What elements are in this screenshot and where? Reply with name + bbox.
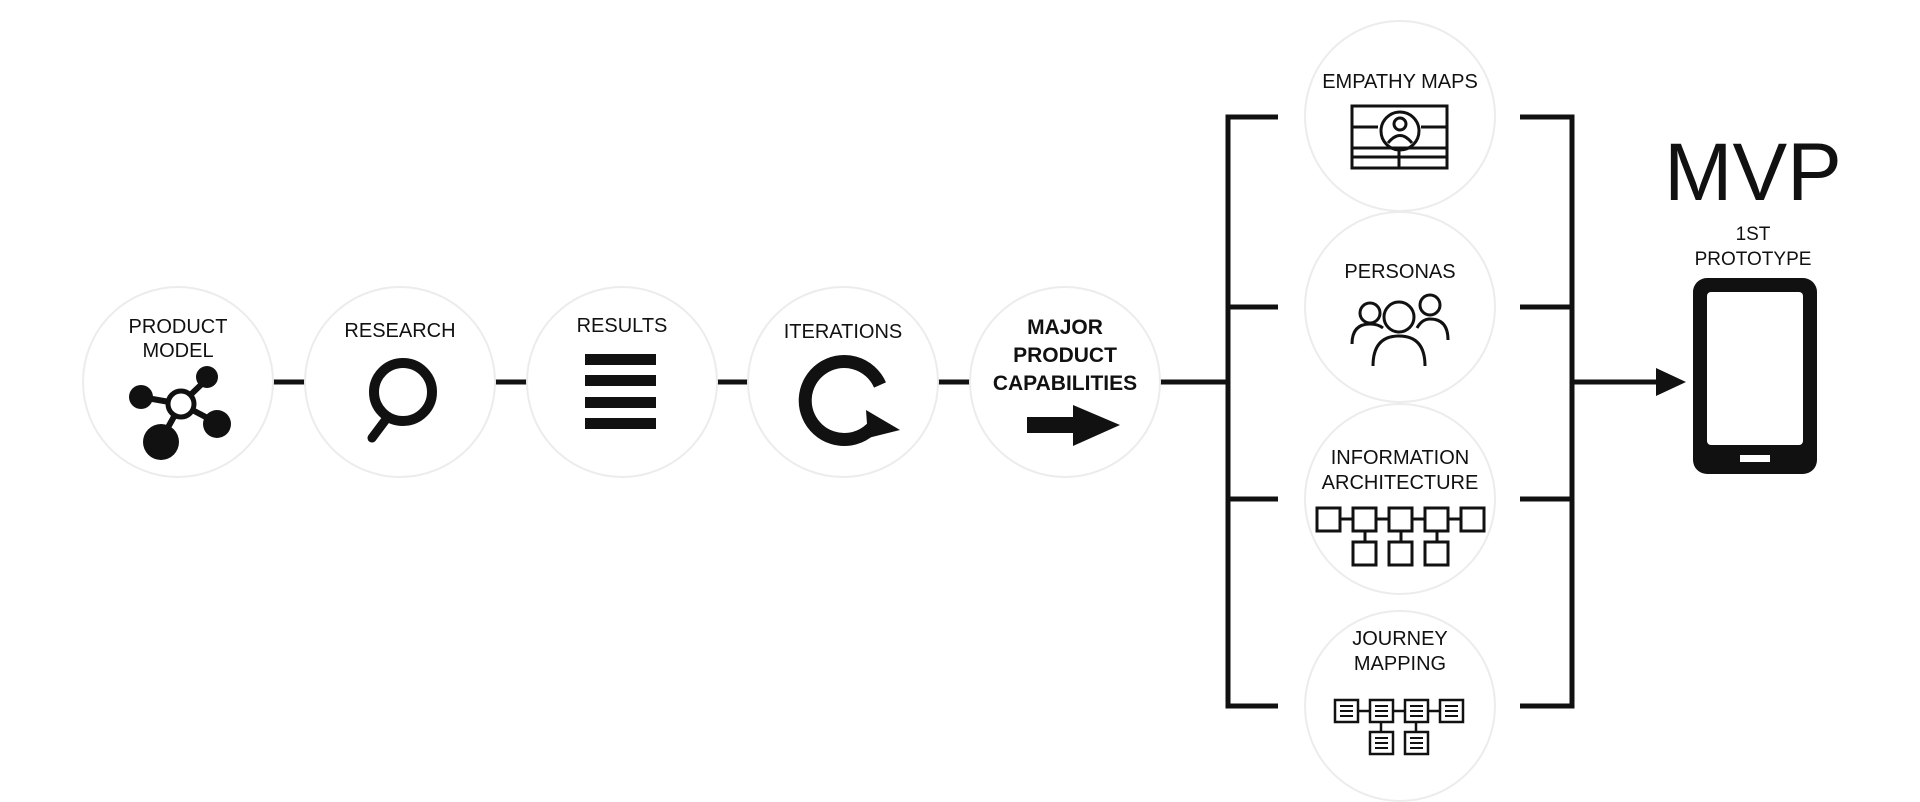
step-circle bbox=[969, 286, 1161, 478]
step-label-line: PRODUCT bbox=[129, 316, 228, 338]
mvp-subtitle-line: PROTOTYPE bbox=[1695, 249, 1812, 270]
step-label-line: MODEL bbox=[142, 340, 213, 362]
people-icon bbox=[1350, 293, 1450, 367]
empathy-map-icon bbox=[1350, 104, 1449, 170]
left-bracket bbox=[1225, 114, 1278, 709]
magnifier-icon bbox=[367, 358, 437, 443]
capability-label-line: INFORMATION bbox=[1331, 447, 1470, 469]
network-icon bbox=[129, 366, 231, 460]
capability-label-line: JOURNEY bbox=[1352, 628, 1448, 650]
step-label-line: CAPABILITIES bbox=[993, 372, 1137, 395]
tablet-icon bbox=[1693, 278, 1817, 474]
mvp-subtitle-line: 1ST bbox=[1736, 224, 1771, 245]
right-bracket bbox=[1520, 114, 1575, 709]
step-label-line: PRODUCT bbox=[1013, 344, 1117, 367]
step-label-line: ITERATIONS bbox=[784, 321, 903, 343]
capability-circle bbox=[1304, 211, 1496, 403]
capability-empathy-maps: EMPATHY MAPS bbox=[1304, 20, 1496, 212]
step-label-line: RESEARCH bbox=[344, 320, 455, 342]
capability-circle bbox=[1304, 610, 1496, 802]
process-step-1: PRODUCT MODEL bbox=[82, 286, 274, 478]
capability-personas: PERSONAS bbox=[1304, 211, 1496, 403]
step-circle bbox=[747, 286, 939, 478]
process-step-5: MAJOR PRODUCT CAPABILITIES bbox=[969, 286, 1161, 478]
arrow-right-icon bbox=[1027, 405, 1120, 446]
connector-to-mvp bbox=[1572, 368, 1686, 396]
capability-label-line: MAPPING bbox=[1354, 653, 1446, 675]
capability-information-architecture: INFORMATION ARCHITECTURE bbox=[1304, 403, 1496, 595]
list-icon bbox=[585, 354, 656, 429]
capability-label-line: PERSONAS bbox=[1344, 261, 1455, 283]
process-step-4: ITERATIONS bbox=[747, 286, 939, 478]
step-label-line: MAJOR bbox=[1027, 316, 1103, 339]
capability-journey-mapping: JOURNEY MAPPING bbox=[1304, 610, 1496, 802]
mvp-outcome: MVP 1ST PROTOTYPE bbox=[1664, 127, 1842, 474]
step-label-line: RESULTS bbox=[577, 315, 668, 337]
process-step-2: RESEARCH bbox=[304, 286, 496, 478]
journey-map-icon bbox=[1333, 698, 1465, 756]
sitemap-icon bbox=[1315, 506, 1486, 567]
step-circle bbox=[304, 286, 496, 478]
process-step-3: RESULTS bbox=[526, 286, 718, 478]
capability-label-line: EMPATHY MAPS bbox=[1322, 71, 1478, 93]
mvp-title: MVP bbox=[1664, 127, 1842, 218]
capability-label-line: ARCHITECTURE bbox=[1322, 472, 1479, 494]
capability-circle bbox=[1304, 20, 1496, 212]
refresh-icon bbox=[798, 355, 900, 446]
